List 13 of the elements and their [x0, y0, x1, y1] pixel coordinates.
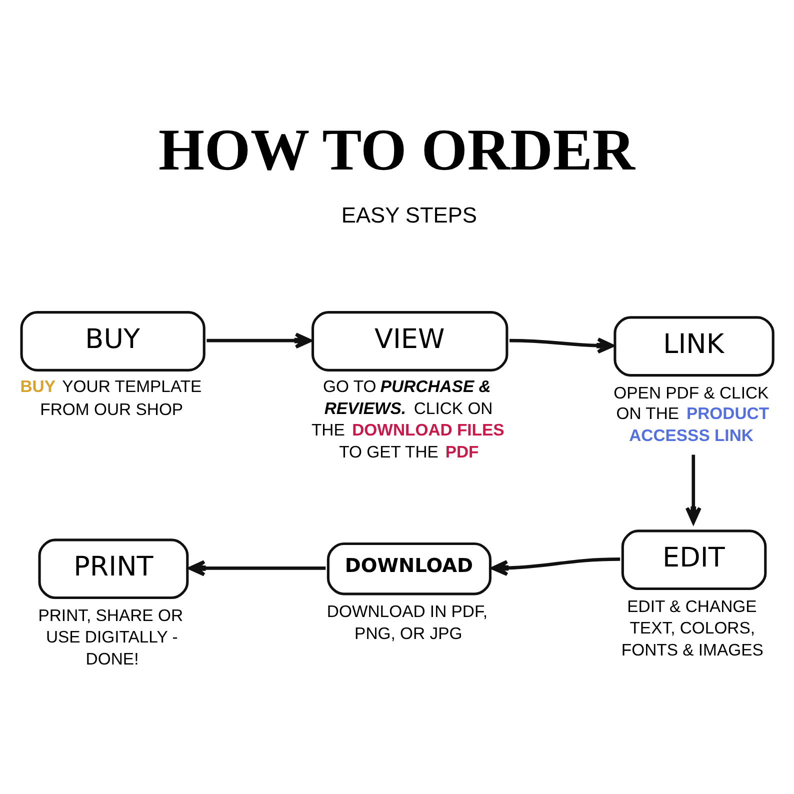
node-label: DOWNLOAD IN PDF, PNG, OR JPG — [326, 601, 488, 642]
arrow — [685, 454, 702, 524]
node-label: BUY YOUR TEMPLATE FROM OUR SHOP — [20, 376, 202, 419]
arrow — [491, 557, 620, 576]
arrow — [206, 332, 312, 348]
arrow — [510, 337, 614, 354]
node-label: PRINT, SHARE OR USE DIGITALLY - DONE! — [38, 605, 184, 668]
node-label: EDIT & CHANGE TEXT, COLORS, FONTS & IMAGES — [621, 596, 764, 660]
node-label: GO TO PURCHASE & REVIEWS. CLICK ON THE DOWNLOAD FILES TO GET THE PDF — [311, 376, 504, 461]
node-label: OPEN PDF & CLICK ON THE PRODUCT ACCESSS LINK — [614, 382, 770, 444]
arrow — [188, 560, 326, 576]
diagram-title: HOW TO ORDER — [158, 116, 636, 182]
label: EASY STEPS — [341, 202, 478, 227]
